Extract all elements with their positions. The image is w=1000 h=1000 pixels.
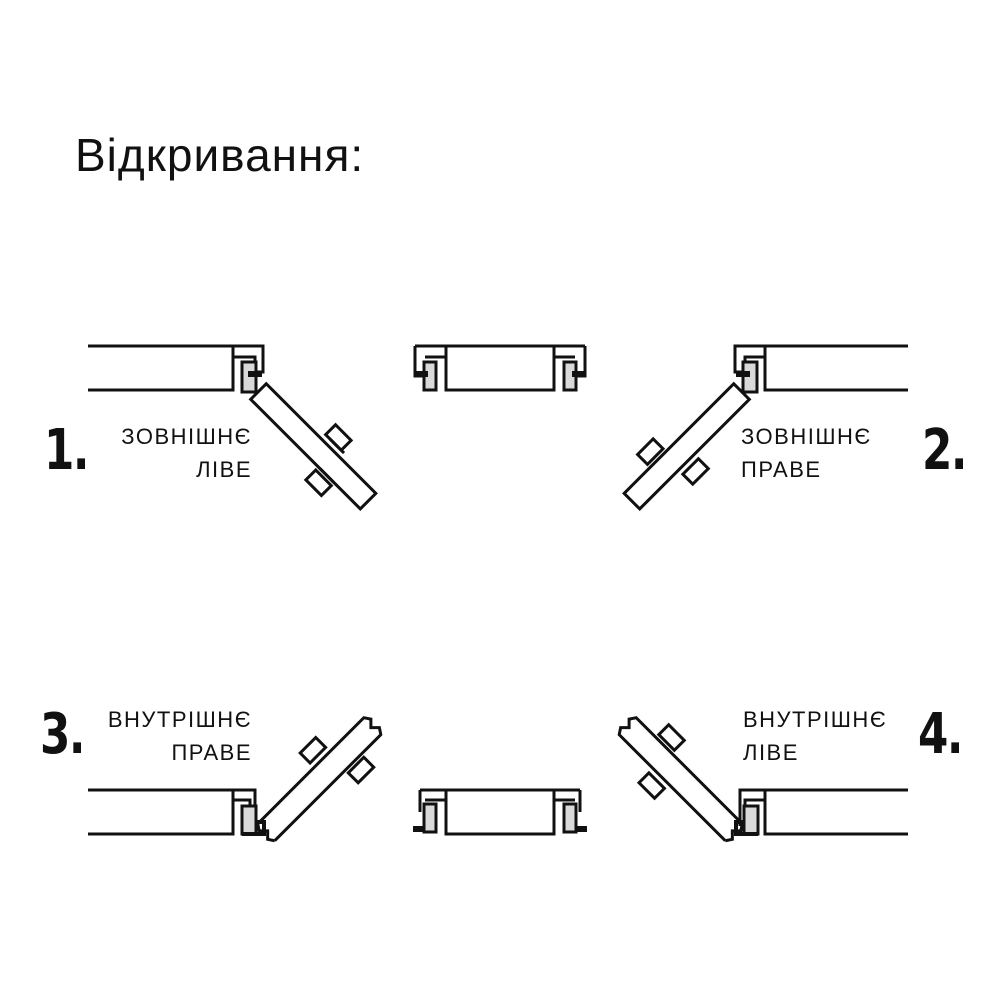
option-1-number: 1.	[44, 418, 89, 483]
door-diagram-inward-left	[617, 716, 908, 843]
option-4-line1: ВНУТРІШНЄ	[743, 707, 888, 732]
option-3-line1: ВНУТРІШНЄ	[107, 707, 252, 732]
option-2-line1: ЗОВНІШНЄ	[741, 424, 872, 449]
option-1-line1: ЗОВНІШНЄ	[121, 424, 252, 449]
option-3-number: 3.	[40, 702, 85, 767]
door-diagram-outward-right	[622, 344, 908, 512]
option-1-line2: ЛІВЕ	[196, 457, 252, 482]
option-4-line2: ЛІВЕ	[743, 740, 799, 765]
option-3-line2: ПРАВЕ	[171, 740, 252, 765]
door-diagram-outward-left	[88, 344, 378, 512]
option-3-label: ВНУТРІШНЄ ПРАВЕ	[90, 703, 252, 769]
option-2-number: 2.	[922, 418, 967, 483]
option-2-line2: ПРАВЕ	[741, 457, 822, 482]
door-diagram-inward-right	[88, 716, 383, 843]
option-4-number: 4.	[918, 702, 963, 767]
option-4-label: ВНУТРІШНЄ ЛІВЕ	[743, 703, 913, 769]
door-frame-closed-bottom	[413, 788, 587, 836]
page-title: Відкривання:	[75, 129, 365, 181]
door-frame-closed-top	[413, 344, 587, 392]
option-2-label: ЗОВНІШНЄ ПРАВЕ	[741, 420, 901, 486]
option-1-label: ЗОВНІШНЄ ЛІВЕ	[100, 420, 252, 486]
